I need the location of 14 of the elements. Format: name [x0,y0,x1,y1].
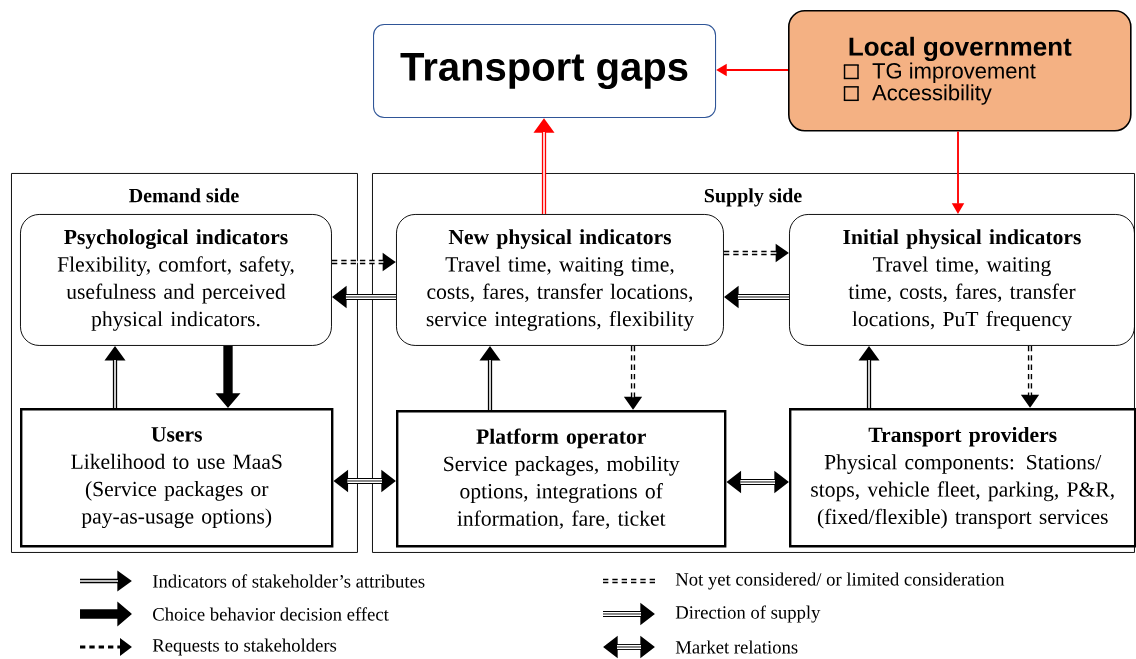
indicator-box: Initial physical indicators Travel time, waiting time, costs, fares, transfer locations, PuT frequency [789,214,1135,346]
legend-label: Choice behavior decision effect [153,607,389,621]
legend-label: Indicators of stakeholder’s attributes [152,574,425,588]
stakeholder-box: Local government TG improvement Accessibility [788,10,1132,132]
title-box: Transport gaps [373,24,717,119]
legend-label: Requests to stakeholders [152,638,337,656]
stakeholder-box: Platform operator Service packages, mobility options, integrations of information, fare, ticket [396,410,727,548]
indicator-box: Psychological indicators Flexibility, comfort, safety, usefulness and perceived physical indicators. [20,214,332,346]
legend-label: Market relations [675,640,798,654]
indicator-box: New physical indicators Travel time, waiting time, costs, fares, transfer locations, service integrations, flexibility [396,214,724,346]
legend-label: Not yet considered/ or limited consideration [675,572,1005,590]
legend-label: Direction of supply [675,605,821,623]
stakeholder-box: Transport providers Physical components: Stations/ stops, vehicle fleet, parking, P&R, (fixed/flexible) transport services [789,408,1136,548]
stakeholder-box: Users Likelihood to use MaaS (Service packages or pay-as-usage options) [20,408,334,548]
